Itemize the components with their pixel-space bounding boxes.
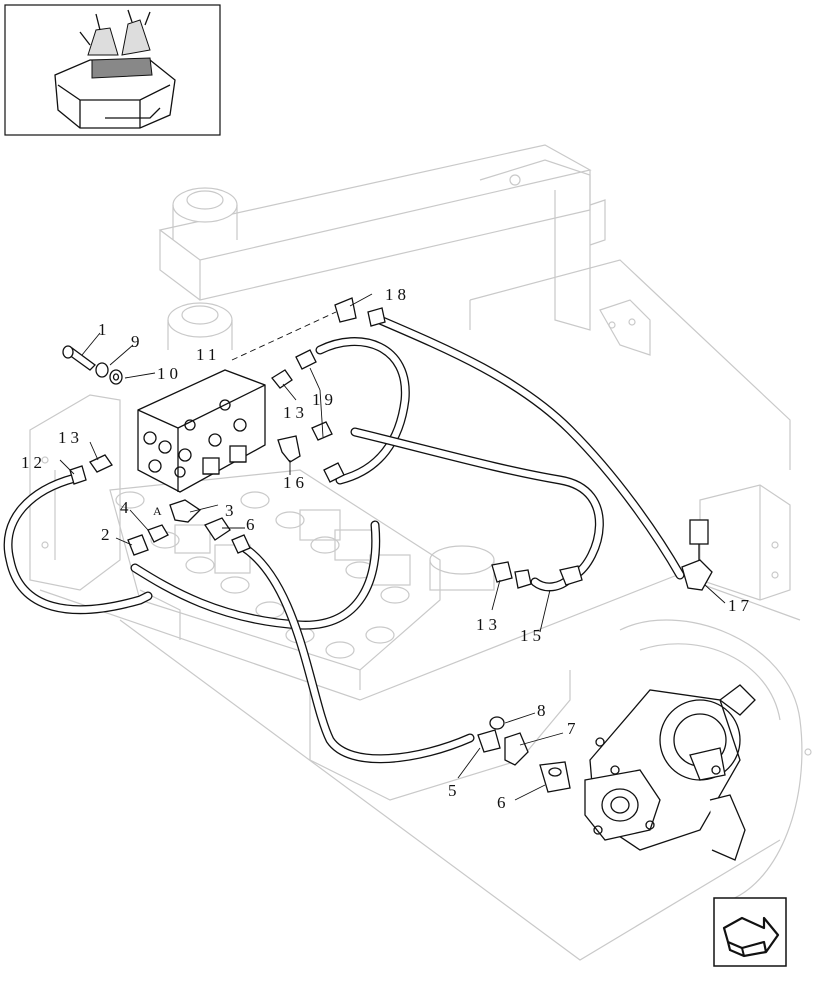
callout-11: 11 [196, 345, 220, 364]
callout-3: 3 [225, 501, 238, 520]
callout-19: 19 [312, 390, 337, 409]
callout-5: 5 [448, 781, 461, 800]
callout-A: A [153, 504, 162, 518]
navigate-arrow-icon[interactable] [713, 897, 787, 967]
hydraulic-pump [584, 684, 756, 861]
fittings [62, 297, 713, 793]
callout-13-lower: 13 [476, 615, 501, 634]
callout-17: 17 [728, 596, 753, 615]
callout-6-upper: 6 [246, 515, 259, 534]
hydraulic-hoses [3, 315, 685, 764]
valve-block [137, 369, 266, 493]
callout-13-top: 13 [283, 403, 308, 422]
callout-12: 12 [21, 453, 46, 472]
callout-16: 16 [283, 473, 308, 492]
callout-15: 15 [520, 626, 545, 645]
callout-4: 4 [120, 498, 133, 517]
callout-13-left: 13 [58, 428, 83, 447]
machine-frame-background [29, 144, 812, 961]
callout-2: 2 [101, 525, 114, 544]
callout-18: 18 [385, 285, 410, 304]
callout-7: 7 [567, 719, 580, 738]
callout-6-lower: 6 [497, 793, 510, 812]
machine-overview-thumbnail [4, 4, 221, 136]
callout-labels: 1 9 11 10 18 13 19 13 12 16 4 A 3 6 2 13… [21, 285, 753, 812]
callout-9: 9 [131, 332, 144, 351]
leader-lines [59, 293, 726, 801]
callout-1: 1 [98, 320, 111, 339]
callout-10: 10 [157, 364, 182, 383]
callout-8: 8 [537, 701, 550, 720]
